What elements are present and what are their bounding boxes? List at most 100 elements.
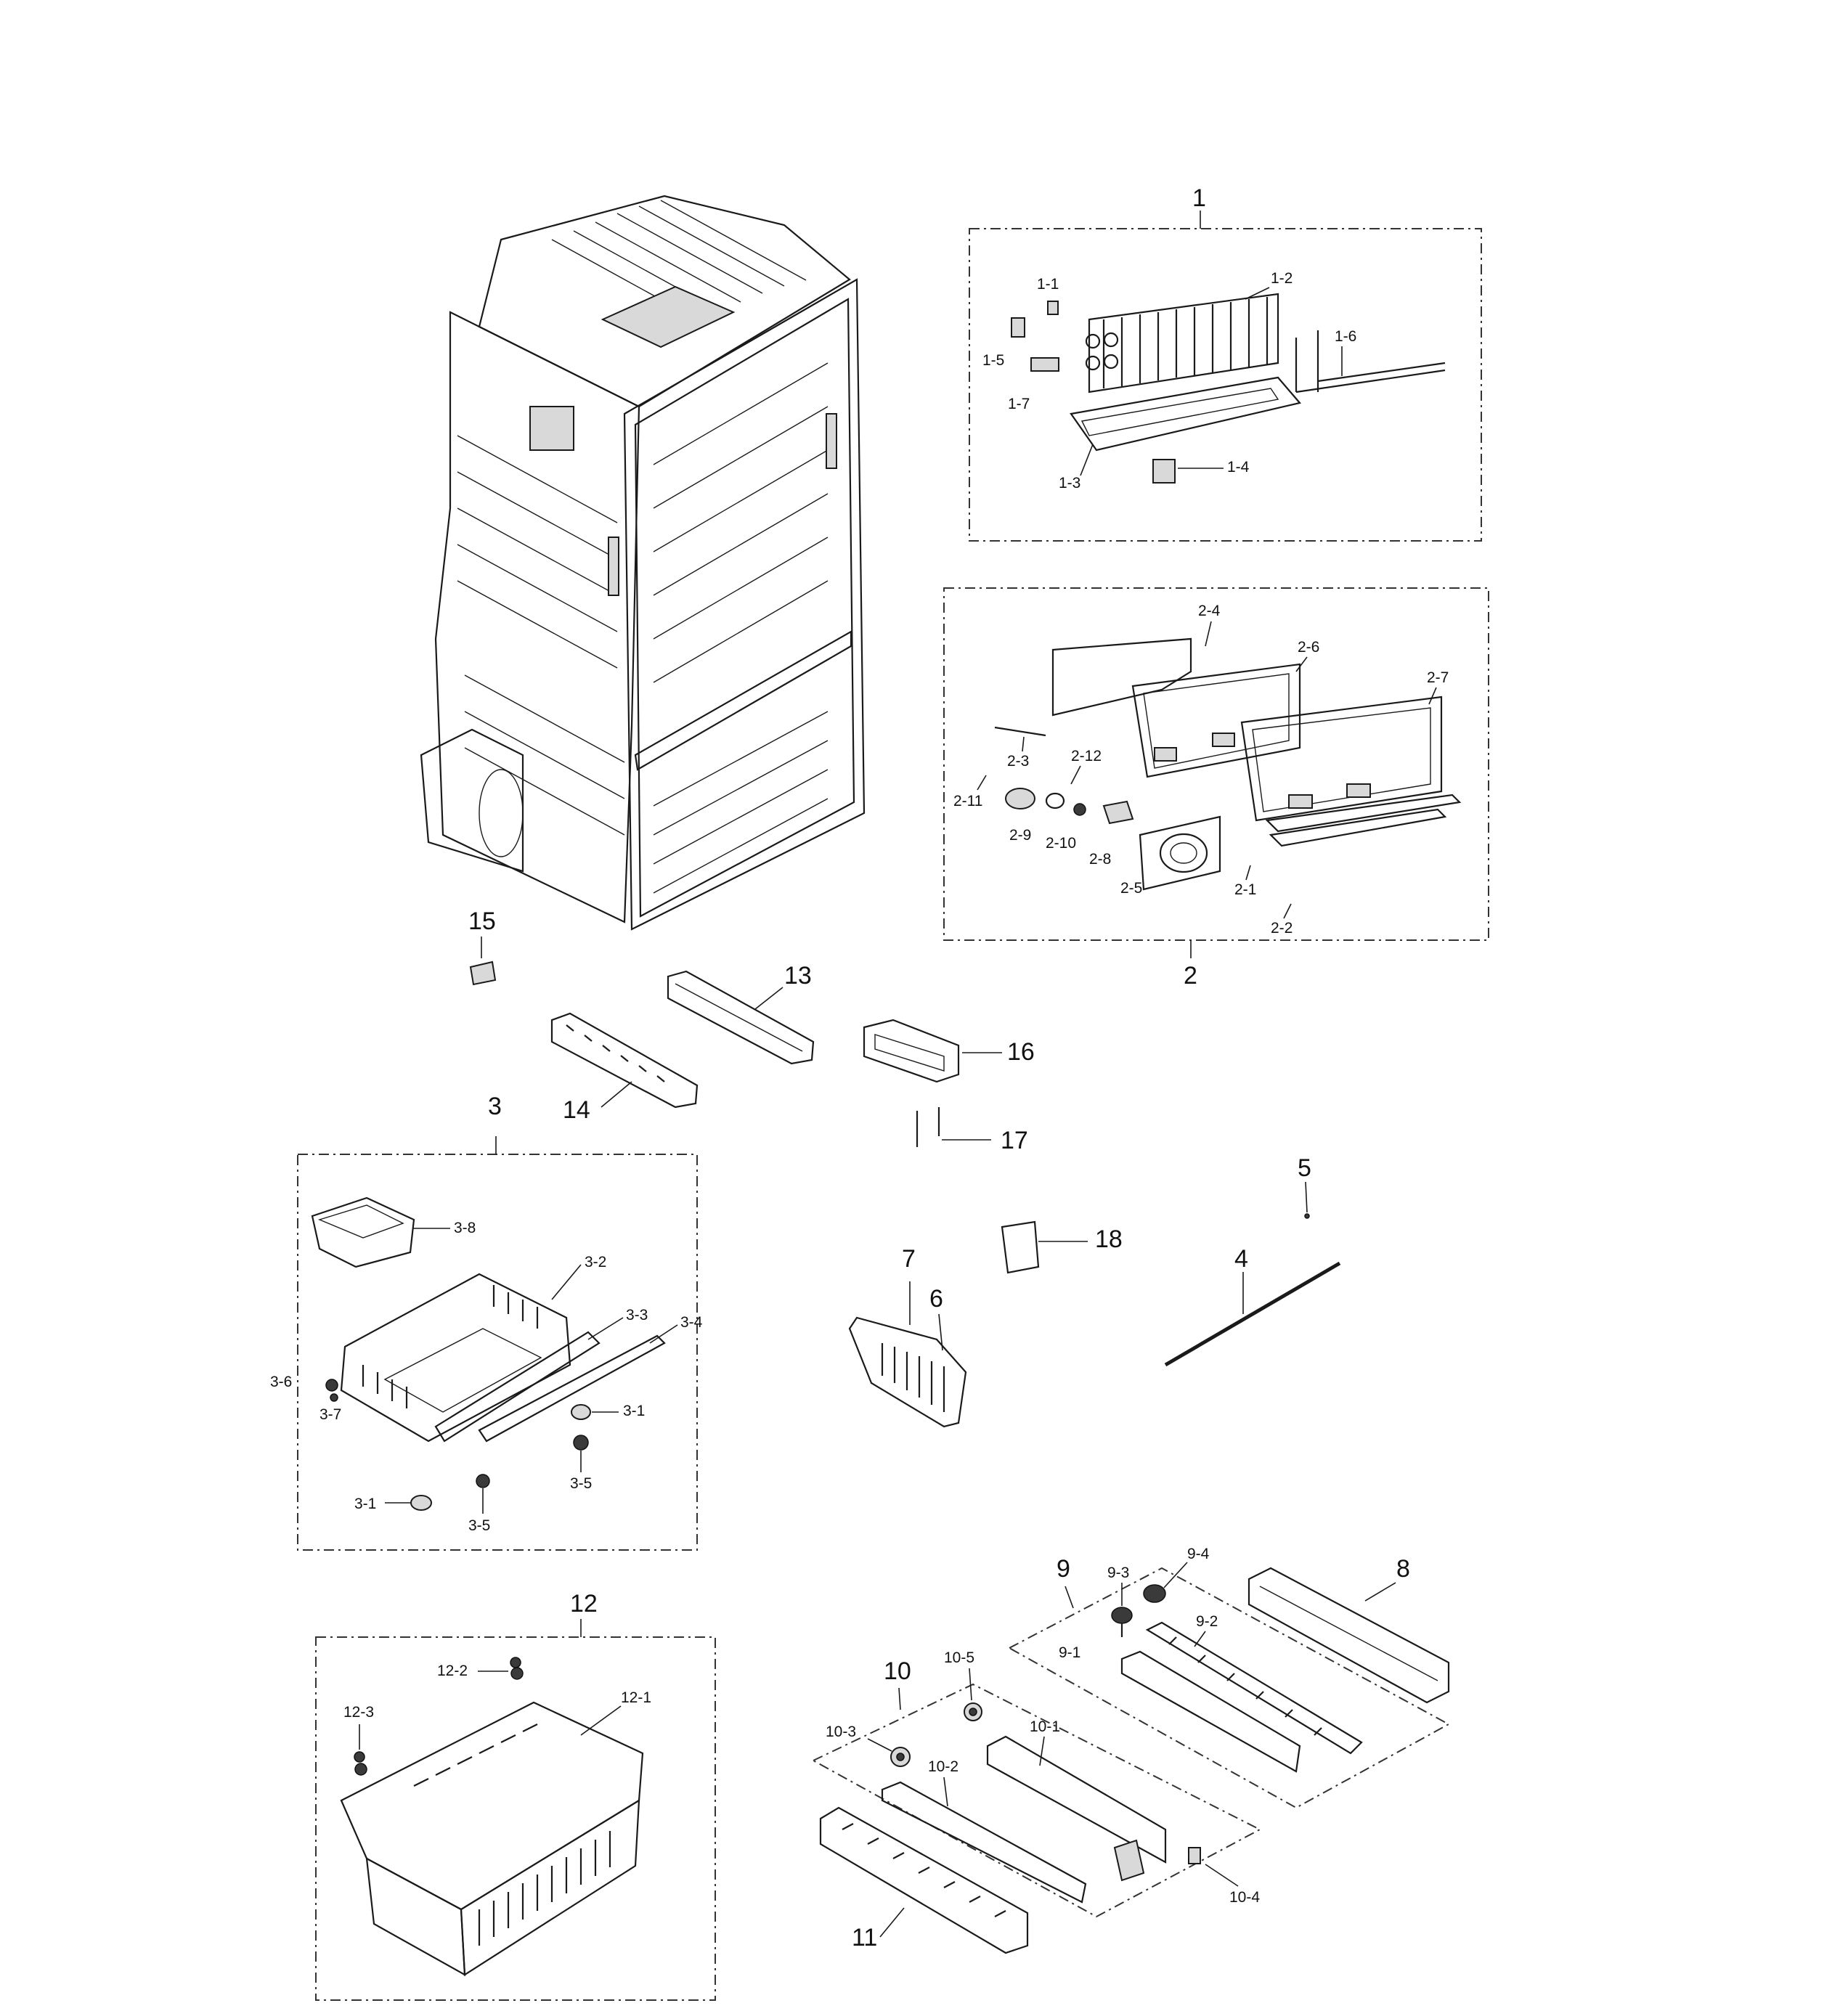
part-3-5-lower: [476, 1474, 490, 1488]
callout-7: 7: [902, 1245, 916, 1273]
part-4-rod: 4: [1164, 1245, 1341, 1367]
part-12-3b: [354, 1763, 367, 1776]
part-3-5-upper: [573, 1435, 589, 1451]
callout-2: 2: [1184, 962, 1197, 990]
part-6-7-door-bin: 7 6: [848, 1245, 967, 1428]
callout-1: 1: [1192, 184, 1206, 212]
drain-pan: [1070, 376, 1302, 452]
callout-2-12: 2-12: [1071, 748, 1102, 764]
callout-2-6: 2-6: [1298, 639, 1319, 656]
part-2-3: [994, 726, 1046, 737]
callout-1-3: 1-3: [1059, 475, 1080, 491]
part-18: 18: [1001, 1220, 1123, 1274]
part-11-rail: 11: [819, 1806, 1029, 1954]
callout-4: 4: [1234, 1245, 1248, 1273]
callout-10-4: 10-4: [1229, 1889, 1260, 1906]
callout-2-3: 2-3: [1007, 753, 1029, 770]
lower-basket: [340, 1701, 644, 1976]
part-12-3: [354, 1751, 365, 1763]
freezer-basket: [340, 1273, 571, 1443]
callout-6: 6: [929, 1285, 943, 1313]
group-10-rail-assembly: 10 10-5 10-3 10-2 10-1 10-4: [811, 1649, 1262, 1918]
control-cover: [1265, 794, 1462, 833]
callout-12-3: 12-3: [343, 1704, 374, 1721]
part-9-3: [1111, 1607, 1133, 1637]
callout-5: 5: [1298, 1154, 1311, 1182]
callout-3-7: 3-7: [319, 1406, 341, 1423]
part-3-7: [330, 1393, 338, 1402]
callout-10-3: 10-3: [826, 1724, 856, 1740]
callout-2-2: 2-2: [1271, 920, 1293, 937]
callout-1-1: 1-1: [1037, 276, 1059, 293]
callout-14: 14: [563, 1096, 590, 1124]
part-9-4: [1143, 1584, 1166, 1603]
callout-3-1-upper: 3-1: [623, 1403, 645, 1419]
callout-3-3: 3-3: [626, 1307, 648, 1323]
part-1-4: [1152, 459, 1176, 484]
group-12-lower-basket-assembly: 12 12-2 12-3 12-1: [315, 1590, 716, 2001]
refrigerator-cabinet: [420, 195, 866, 931]
defrost-heater: [1295, 330, 1446, 393]
callout-2-9: 2-9: [1009, 827, 1031, 844]
part-3-1-upper: [571, 1404, 591, 1420]
callout-9: 9: [1057, 1555, 1070, 1583]
callout-3-5-lower: 3-5: [468, 1517, 490, 1534]
callout-2-8: 2-8: [1089, 851, 1111, 868]
callout-17: 17: [1001, 1127, 1028, 1154]
callout-2-4: 2-4: [1198, 603, 1221, 619]
part-1-1: [1047, 301, 1059, 315]
part-3-1-lower: [410, 1495, 432, 1511]
callout-18: 18: [1095, 1225, 1123, 1253]
part-16-ice-maker: 16: [863, 1019, 1035, 1083]
control-board-2-6: [1131, 663, 1301, 778]
callout-2-5: 2-5: [1120, 880, 1142, 897]
callout-9-3: 9-3: [1107, 1565, 1129, 1581]
part-3-6: [325, 1379, 338, 1392]
callout-10-2: 10-2: [928, 1758, 958, 1775]
callout-2-1: 2-1: [1234, 881, 1256, 898]
part-2-9: [1005, 788, 1035, 809]
callout-9-2: 9-2: [1196, 1613, 1218, 1630]
callout-16: 16: [1007, 1038, 1035, 1066]
callout-11: 11: [852, 1924, 877, 1951]
part-2-8: [1102, 800, 1134, 825]
callout-12: 12: [570, 1590, 598, 1618]
callout-12-2: 12-2: [437, 1663, 468, 1679]
callout-10: 10: [884, 1657, 911, 1685]
callout-9-4: 9-4: [1187, 1546, 1210, 1562]
part-5: 5: [1298, 1154, 1311, 1219]
evaporator-coil: [1085, 293, 1279, 393]
small-bin: [311, 1196, 415, 1268]
callout-1-6: 1-6: [1335, 328, 1356, 345]
callout-3: 3: [488, 1093, 502, 1120]
part-8-rail: 8: [1247, 1555, 1450, 1704]
callout-3-2: 3-2: [585, 1254, 606, 1270]
rail-10-1: [986, 1735, 1167, 1864]
callout-1-2: 1-2: [1271, 270, 1293, 287]
rail-9-2: [1145, 1621, 1363, 1755]
callout-8: 8: [1396, 1555, 1410, 1583]
drawer-rail-left: [434, 1331, 601, 1443]
callout-10-5: 10-5: [944, 1649, 974, 1666]
callout-3-1-lower: 3-1: [354, 1496, 376, 1512]
part-14-rail: 14: [550, 1012, 699, 1124]
part-15: 15: [468, 907, 497, 986]
callout-3-6: 3-6: [270, 1374, 292, 1390]
control-board-2-7: [1240, 696, 1443, 822]
callout-2-10: 2-10: [1046, 835, 1076, 852]
group-2-control-assembly: 2 2-4 2-6: [943, 587, 1489, 990]
callout-12-1: 12-1: [621, 1689, 651, 1706]
part-17-screws: 17: [916, 1107, 1028, 1154]
part-2-12: [1045, 792, 1065, 809]
part-10-5-center: [969, 1708, 977, 1716]
part-1-5: [1011, 317, 1025, 338]
part-1-7: [1030, 357, 1059, 372]
callout-10-1: 10-1: [1030, 1718, 1060, 1735]
part-10-3-center: [896, 1753, 905, 1761]
rail-9-1: [1120, 1650, 1301, 1773]
drawer-rail-right: [478, 1334, 666, 1443]
callout-15: 15: [468, 907, 496, 935]
callout-13: 13: [784, 962, 812, 990]
group-1-evaporator-assembly: 1 1-1 1-2: [969, 184, 1482, 542]
